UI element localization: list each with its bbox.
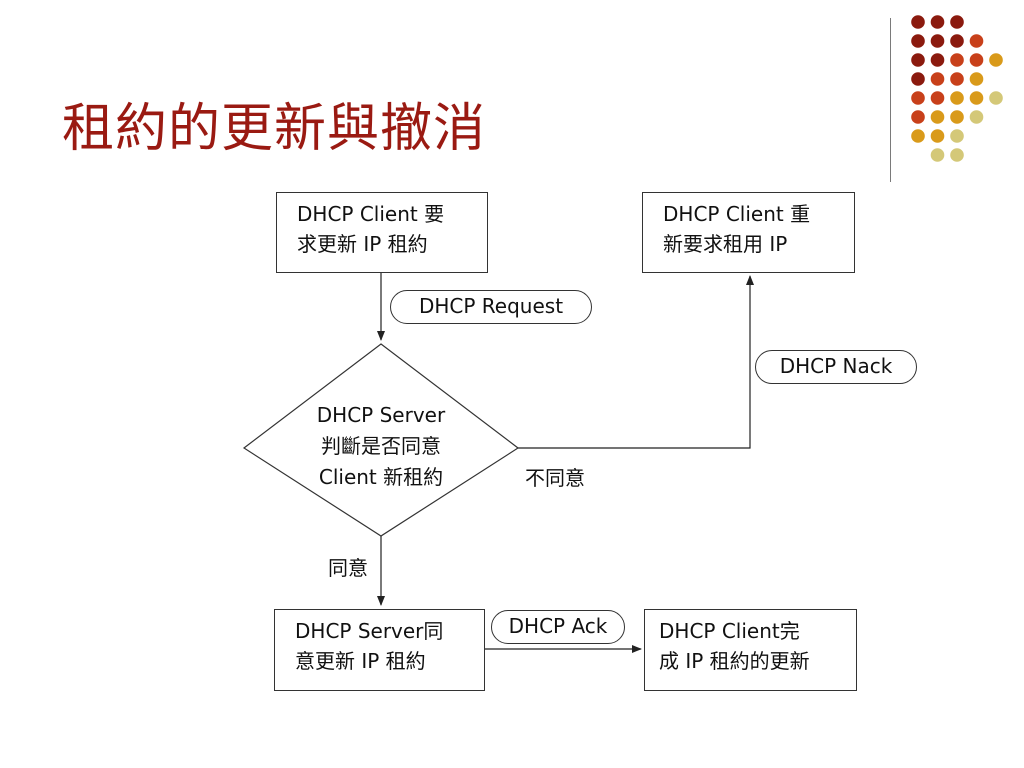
decorative-dot [911, 15, 925, 29]
decorative-dot [950, 148, 964, 162]
decorative-dot [969, 34, 984, 48]
decision-line2: 判斷是否同意 [321, 434, 441, 458]
slide-title: 租約的更新與撤消 [62, 99, 487, 159]
client-complete-line1: DHCP Client完 [659, 619, 800, 643]
arrow-disagree-to-rerequest [518, 275, 754, 449]
dhcp-request-message: DHCP Request [390, 290, 592, 324]
decorative-dot [930, 91, 945, 105]
decorative-dot [911, 91, 925, 105]
client-request-line2: 求更新 IP 租約 [297, 232, 428, 256]
decorative-dot [969, 72, 984, 86]
decorative-dot-grid [911, 15, 1003, 162]
decorative-dot [911, 34, 925, 48]
decorative-dot [950, 72, 964, 86]
client-request-box: DHCP Client 要 求更新 IP 租約 [276, 192, 488, 273]
branch-label-agree: 同意 [328, 556, 368, 580]
dhcp-nack-message: DHCP Nack [755, 350, 917, 384]
decorative-dot [969, 53, 984, 67]
decorative-dot [930, 129, 945, 143]
decorative-dot [969, 91, 984, 105]
decorative-dot [989, 91, 1003, 105]
server-agree-box: DHCP Server同 意更新 IP 租約 [274, 609, 485, 691]
client-rerequest-line2: 新要求租用 IP [663, 232, 788, 256]
decorative-dot [930, 148, 945, 162]
decision-line1: DHCP Server [316, 403, 446, 427]
decorative-dot [950, 53, 964, 67]
server-agree-line2: 意更新 IP 租約 [295, 649, 426, 673]
client-complete-line2: 成 IP 租約的更新 [659, 649, 810, 673]
decorative-dot [950, 129, 964, 143]
decorative-dot [930, 110, 945, 124]
client-rerequest-box: DHCP Client 重 新要求租用 IP [642, 192, 855, 273]
decorative-dot [911, 129, 925, 143]
client-rerequest-line1: DHCP Client 重 [663, 202, 811, 226]
server-agree-line1: DHCP Server同 [295, 619, 444, 643]
decision-line3: Client 新租約 [318, 465, 444, 489]
decorative-dot [911, 72, 925, 86]
decorative-dot [930, 53, 945, 67]
decorative-dot [911, 110, 925, 124]
decorative-dot [950, 91, 964, 105]
decision-text: DHCP Server 判斷是否同意 Client 新租約 [281, 400, 481, 493]
client-request-line1: DHCP Client 要 [297, 202, 445, 226]
client-complete-box: DHCP Client完 成 IP 租約的更新 [644, 609, 857, 691]
decorative-dot [989, 53, 1003, 67]
decorative-dot [930, 34, 945, 48]
title-divider-line [890, 18, 891, 182]
decorative-dot [950, 110, 964, 124]
decorative-dot [969, 110, 984, 124]
decorative-dot [930, 72, 945, 86]
dhcp-ack-message: DHCP Ack [491, 610, 625, 644]
decorative-dot [930, 15, 945, 29]
decorative-dot [950, 15, 964, 29]
decorative-dot [911, 53, 925, 67]
branch-label-disagree: 不同意 [525, 466, 585, 490]
decorative-dot [950, 34, 964, 48]
